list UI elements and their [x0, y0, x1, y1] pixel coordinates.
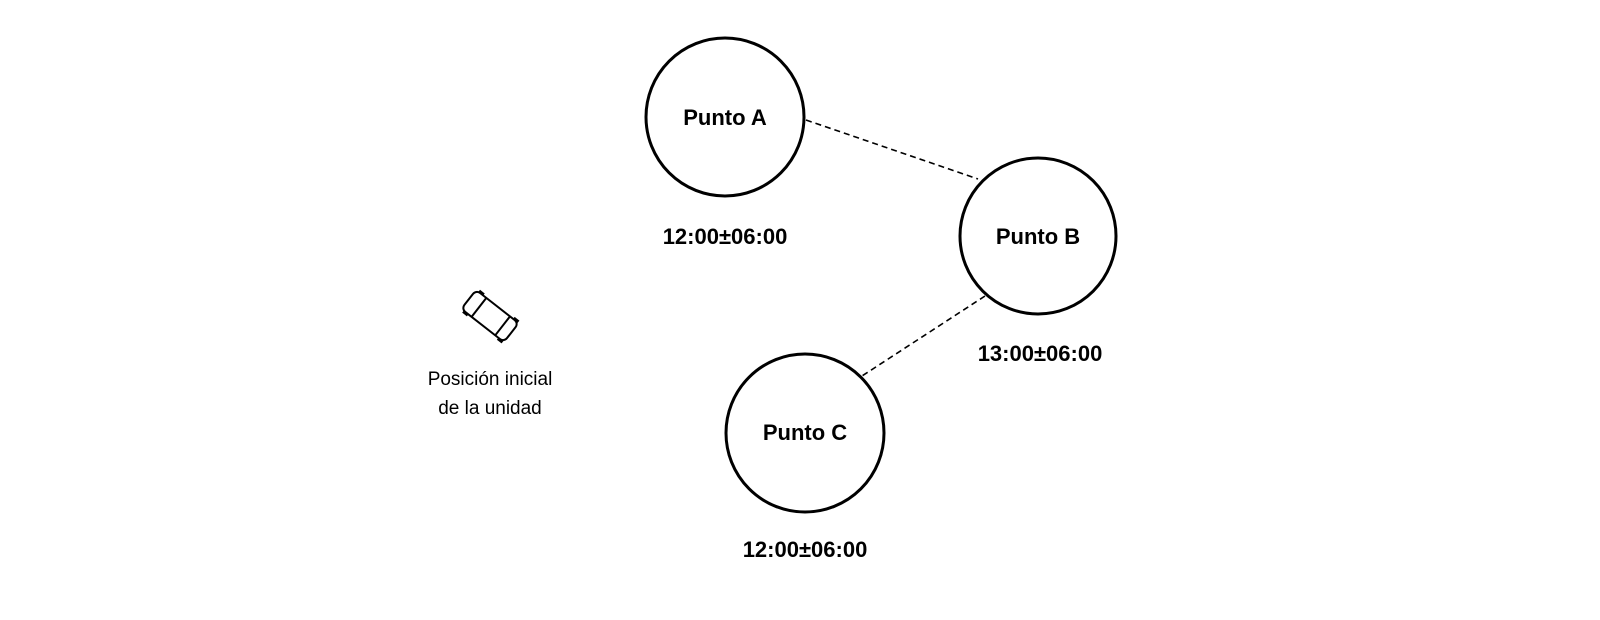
node-a-circle[interactable]	[644, 36, 806, 198]
node-a-label: Punto A	[683, 105, 767, 130]
vehicle-caption: Posición inicial de la unidad	[428, 365, 553, 423]
node-b-time-window: 13:00±06:00	[977, 341, 1103, 366]
car-icon	[462, 289, 520, 344]
node-a-time-window: 12:00±06:00	[662, 224, 788, 249]
edge-b-c	[861, 295, 986, 377]
vehicle-caption-line2: de la unidad	[438, 398, 542, 419]
node-c-time-window: 12:00±06:00	[742, 537, 868, 562]
edge-a-b	[805, 119, 979, 180]
node-b-label: Punto B	[995, 224, 1081, 249]
vehicle-caption-line1: Posición inicial	[427, 369, 553, 390]
node-c-circle[interactable]	[724, 352, 886, 514]
node-b-circle[interactable]	[958, 156, 1118, 316]
node-c-label: Punto C	[762, 420, 848, 445]
